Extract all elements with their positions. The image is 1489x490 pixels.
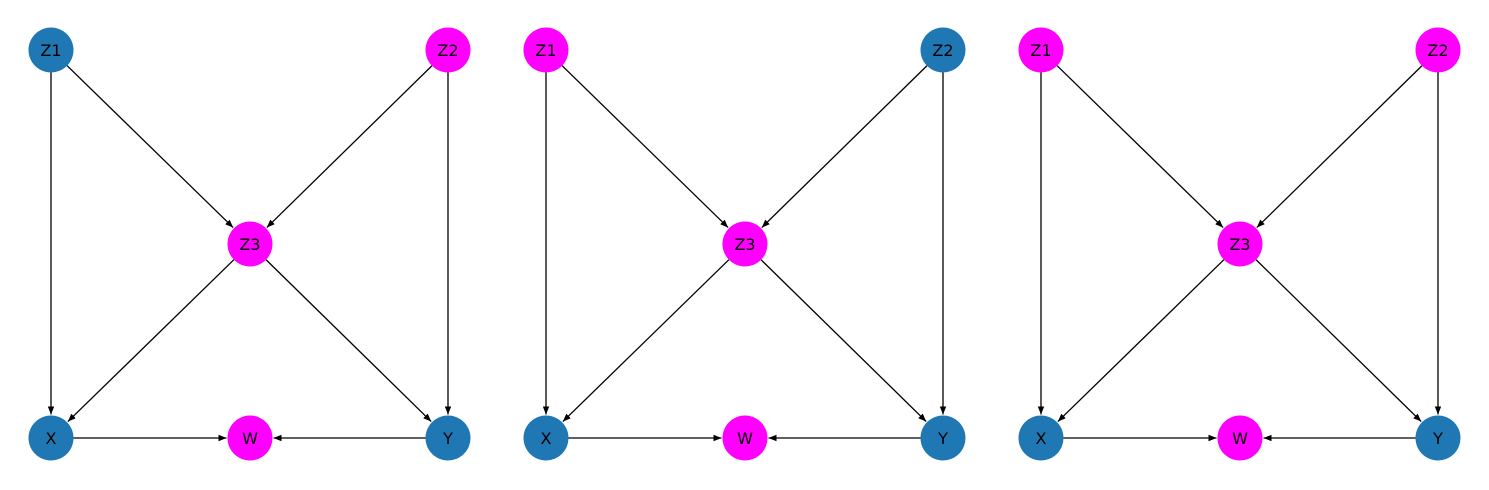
node-label: Z1 xyxy=(1030,41,1051,60)
node-z2: Z2 xyxy=(425,27,471,73)
node-z3: Z3 xyxy=(1217,221,1263,267)
node-y: Y xyxy=(1415,415,1461,461)
edge-z3-to-y xyxy=(760,259,927,423)
node-circle xyxy=(1018,415,1064,461)
node-x: X xyxy=(28,415,74,461)
node-circle xyxy=(227,221,273,267)
edge-z1-to-z3 xyxy=(66,65,234,229)
node-y: Y xyxy=(425,415,471,461)
node-label: W xyxy=(1232,429,1248,448)
node-circle xyxy=(1018,27,1064,73)
node-label: Z3 xyxy=(239,235,260,254)
node-y: Y xyxy=(920,415,966,461)
node-label: Z2 xyxy=(932,41,953,60)
node-label: Z1 xyxy=(40,41,61,60)
node-circle xyxy=(722,221,768,267)
edge-z3-to-x xyxy=(1057,259,1225,423)
node-x: X xyxy=(1018,415,1064,461)
node-z1: Z1 xyxy=(1018,27,1064,73)
node-circle xyxy=(1217,221,1263,267)
node-z1: Z1 xyxy=(523,27,569,73)
node-circle xyxy=(425,27,471,73)
node-circle xyxy=(1217,415,1263,461)
edge-z3-to-x xyxy=(67,259,235,423)
edge-z2-to-z3 xyxy=(1256,65,1423,229)
node-z3: Z3 xyxy=(227,221,273,267)
node-circle xyxy=(722,415,768,461)
node-label: Y xyxy=(1432,429,1443,448)
node-label: W xyxy=(242,429,258,448)
node-label: X xyxy=(541,429,552,448)
node-circle xyxy=(28,27,74,73)
edge-z1-to-z3 xyxy=(1056,65,1224,229)
node-label: X xyxy=(46,429,57,448)
node-label: Z2 xyxy=(437,41,458,60)
node-label: Z2 xyxy=(1427,41,1448,60)
node-label: W xyxy=(737,429,753,448)
node-z2: Z2 xyxy=(920,27,966,73)
node-label: Z3 xyxy=(1229,235,1250,254)
node-label: X xyxy=(1036,429,1047,448)
edge-z3-to-y xyxy=(1255,259,1422,423)
node-circle xyxy=(1415,415,1461,461)
node-circle xyxy=(920,415,966,461)
edge-z1-to-z3 xyxy=(561,65,729,229)
node-w: W xyxy=(1217,415,1263,461)
edge-z2-to-z3 xyxy=(761,65,928,229)
node-label: Z3 xyxy=(734,235,755,254)
node-circle xyxy=(227,415,273,461)
edge-z3-to-y xyxy=(265,259,432,423)
node-circle xyxy=(1415,27,1461,73)
edge-z2-to-z3 xyxy=(266,65,433,229)
node-w: W xyxy=(722,415,768,461)
node-z1: Z1 xyxy=(28,27,74,73)
node-label: Y xyxy=(442,429,453,448)
node-label: Z1 xyxy=(535,41,556,60)
node-z3: Z3 xyxy=(722,221,768,267)
node-z2: Z2 xyxy=(1415,27,1461,73)
node-circle xyxy=(425,415,471,461)
node-circle xyxy=(920,27,966,73)
node-circle xyxy=(523,27,569,73)
node-circle xyxy=(523,415,569,461)
node-x: X xyxy=(523,415,569,461)
edge-z3-to-x xyxy=(562,259,730,423)
node-circle xyxy=(28,415,74,461)
node-label: Y xyxy=(937,429,948,448)
node-w: W xyxy=(227,415,273,461)
